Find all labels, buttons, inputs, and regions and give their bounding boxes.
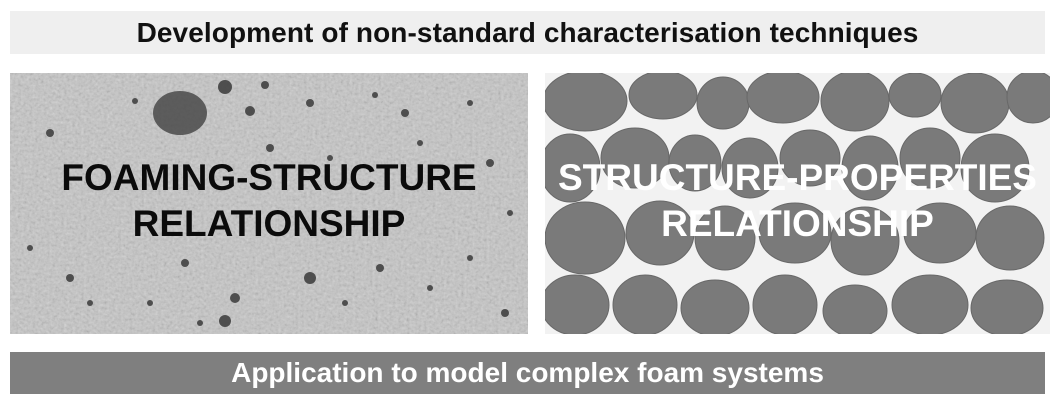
grainy-tomography-image (10, 73, 528, 334)
foaming-structure-title-line1: FOAMING-STRUCTURE (61, 157, 477, 198)
foaming-structure-title: FOAMING-STRUCTURE RELATIONSHIP (10, 155, 528, 247)
structure-properties-panel: STRUCTURE-PROPERTIES RELATIONSHIP (545, 73, 1050, 334)
structure-properties-title-line2: RELATIONSHIP (661, 203, 934, 244)
bottom-banner: Application to model complex foam system… (10, 352, 1045, 394)
foaming-structure-panel: FOAMING-STRUCTURE RELATIONSHIP (10, 73, 528, 334)
structure-properties-title: STRUCTURE-PROPERTIES RELATIONSHIP (545, 155, 1050, 247)
bottom-banner-text: Application to model complex foam system… (231, 357, 824, 388)
foam-cell-image (545, 73, 1050, 334)
structure-properties-title-line1: STRUCTURE-PROPERTIES (558, 157, 1037, 198)
top-banner: Development of non-standard characterisa… (10, 11, 1045, 54)
foaming-structure-title-line2: RELATIONSHIP (132, 203, 406, 244)
top-banner-text: Development of non-standard characterisa… (136, 16, 919, 48)
